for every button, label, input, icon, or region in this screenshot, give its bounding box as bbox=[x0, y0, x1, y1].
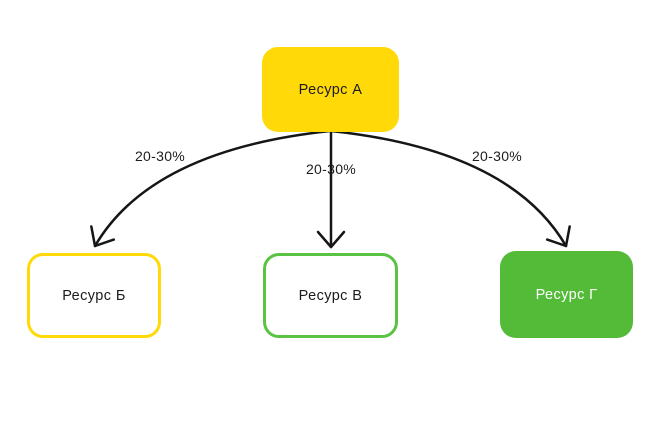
node-resurs-v-label: Ресурс В bbox=[298, 287, 363, 304]
edge-label-a-to-g: 20-30% bbox=[471, 148, 523, 164]
node-resurs-g: Ресурс Г bbox=[500, 251, 633, 338]
node-resurs-a-label: Ресурс А bbox=[298, 81, 363, 98]
edge-a-to-b-arrow bbox=[90, 129, 332, 248]
node-resurs-b-label: Ресурс Б bbox=[62, 287, 126, 304]
edge-a-to-g-arrow bbox=[329, 129, 571, 248]
node-resurs-v: Ресурс В bbox=[263, 253, 398, 338]
node-resurs-a: Ресурс А bbox=[262, 47, 399, 132]
edge-label-a-to-b: 20-30% bbox=[134, 148, 186, 164]
node-resurs-b: Ресурс Б bbox=[27, 253, 161, 338]
node-resurs-g-label: Ресурс Г bbox=[535, 286, 598, 303]
edge-label-a-to-v: 20-30% bbox=[305, 161, 357, 177]
